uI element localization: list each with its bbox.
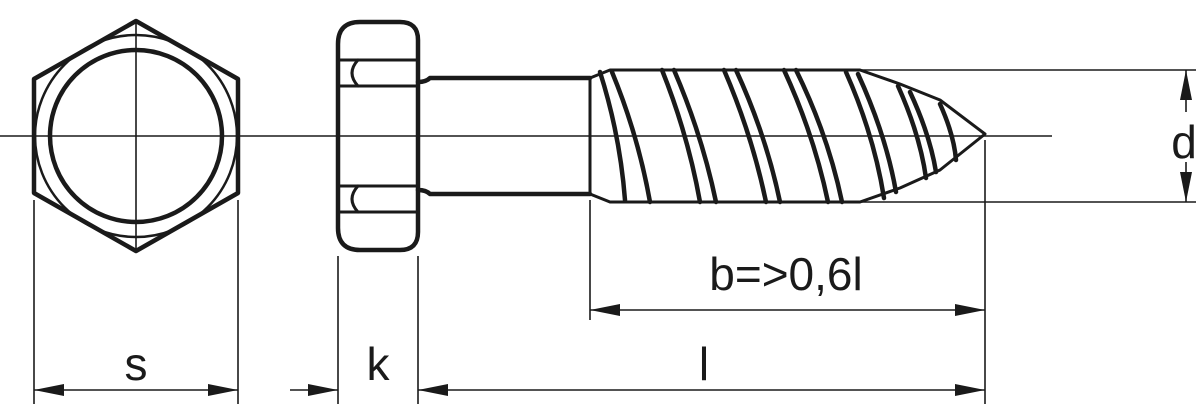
dimension-s: s	[34, 338, 238, 396]
hex-outline	[31, 18, 241, 254]
dim-label-l: l	[699, 338, 709, 390]
thread-flanks	[597, 67, 959, 205]
dimension-b: b=>0,6l	[590, 248, 985, 316]
thread-flank	[733, 67, 783, 205]
thread-flank	[793, 67, 845, 205]
arrowhead-k-right	[418, 384, 448, 396]
head-chamfer-arc-top	[350, 58, 360, 88]
thread-flank	[659, 67, 703, 205]
dim-label-k: k	[367, 338, 391, 390]
dimension-k: k	[290, 338, 985, 396]
arrowhead-right	[208, 384, 238, 396]
arrowhead-b-right	[955, 304, 985, 316]
extension-lines	[33, 69, 1196, 404]
arrowhead-d-bottom	[1180, 172, 1192, 202]
thread-flank	[937, 101, 959, 163]
thread-flank	[895, 83, 929, 181]
screw-side-view	[335, 19, 987, 253]
screw-head-outline	[335, 19, 421, 253]
thread-flank	[855, 71, 899, 195]
arrowhead-left	[34, 384, 64, 396]
arrowhead-b-left	[590, 304, 620, 316]
thread-envelope	[588, 68, 987, 204]
arrowhead-l-right	[955, 384, 985, 396]
dim-label-d-backdrop	[1168, 112, 1200, 162]
head-chamfer-arc-bottom	[350, 184, 360, 214]
dimension-d: d	[1168, 70, 1200, 202]
arrowhead-k-left	[308, 384, 338, 396]
dimension-l: l	[699, 338, 985, 396]
arrowhead-d-top	[1180, 70, 1192, 100]
thread-flank	[671, 67, 719, 205]
thread-flank	[907, 89, 939, 175]
dim-label-b: b=>0,6l	[709, 248, 862, 300]
head-flat-face-lower	[338, 184, 420, 214]
dim-label-d: d	[1171, 116, 1197, 168]
shank-outline	[415, 75, 593, 197]
thread-flank	[843, 69, 887, 201]
thread-flank	[721, 67, 769, 205]
head-flat-face-upper	[338, 58, 420, 88]
thread-flank	[597, 69, 628, 203]
dim-label-s: s	[125, 338, 148, 390]
thread-flank	[781, 67, 831, 205]
thread-flank	[609, 69, 653, 205]
